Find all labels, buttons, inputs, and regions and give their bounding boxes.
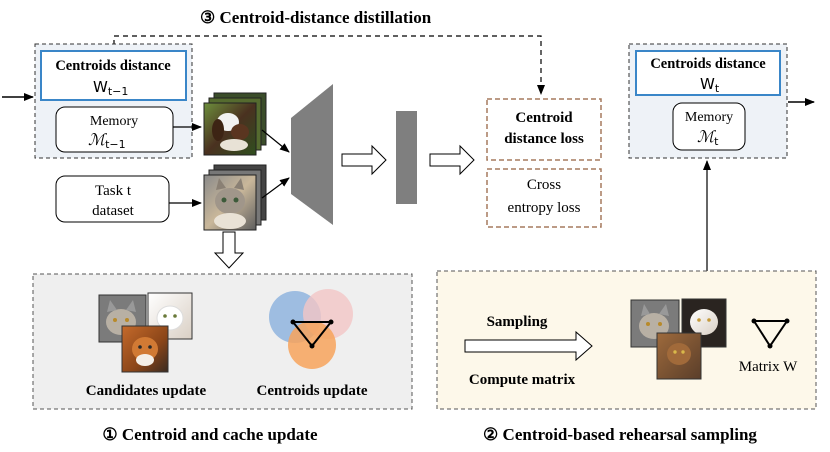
sampling-hollow-arrow xyxy=(464,330,593,362)
centroids-update-label: Centroids update xyxy=(257,383,368,399)
sampled-images xyxy=(630,298,727,380)
candidate-images xyxy=(98,292,193,373)
sampling-label: Sampling xyxy=(487,314,548,330)
ce-loss-box xyxy=(486,168,602,228)
hollow-arrow-2 xyxy=(429,144,475,176)
dog-image-stack xyxy=(203,92,267,156)
update-panel xyxy=(32,273,413,410)
update-caption: ① Centroid and cache update xyxy=(102,425,318,444)
hollow-arrow-1 xyxy=(341,144,387,176)
sampling-caption: ② Centroid-based rehearsal sampling xyxy=(483,425,757,444)
ce-loss-line1: Cross xyxy=(527,177,561,193)
new-centroids-title: Centroids distance xyxy=(650,56,766,72)
new-centroids-box xyxy=(635,50,781,96)
new-memory-symbol: ℳt xyxy=(697,129,719,148)
task-dataset-box xyxy=(55,175,170,223)
prev-memory-box xyxy=(55,106,174,153)
hollow-down-arrow xyxy=(213,231,245,269)
matrix-triangle xyxy=(751,318,790,349)
new-centroids-symbol: Wt xyxy=(700,75,720,95)
matrix-label: Matrix W xyxy=(739,359,798,375)
centroid-loss-line1: Centroid xyxy=(515,110,573,126)
task-line1: Task t xyxy=(95,183,132,199)
centroid-loss-box xyxy=(486,98,602,161)
centroid-loss-line2: distance loss xyxy=(504,131,584,147)
encoder-network xyxy=(291,84,333,225)
prev-centroids-box xyxy=(40,50,187,101)
ce-loss-line2: entropy loss xyxy=(508,200,581,216)
new-memory-label: Memory xyxy=(685,110,733,125)
candidates-update-label: Candidates update xyxy=(86,383,207,399)
prev-memory-symbol: ℳt−1 xyxy=(88,132,126,151)
dog-to-network-arrow xyxy=(261,129,290,153)
new-memory-box xyxy=(672,102,746,151)
distillation-label: ③ Centroid-distance distillation xyxy=(200,8,432,27)
task-line2: dataset xyxy=(92,203,134,219)
prev-centroids-title: Centroids distance xyxy=(55,58,171,74)
prev-centroids-symbol: Wt−1 xyxy=(93,78,128,98)
compute-matrix-label: Compute matrix xyxy=(469,372,576,388)
feature-vector xyxy=(396,111,417,204)
prev-memory-label: Memory xyxy=(90,114,138,129)
cat-image-stack xyxy=(203,164,267,231)
cat-to-network-arrow xyxy=(261,177,290,199)
centroid-triangle xyxy=(290,319,334,349)
